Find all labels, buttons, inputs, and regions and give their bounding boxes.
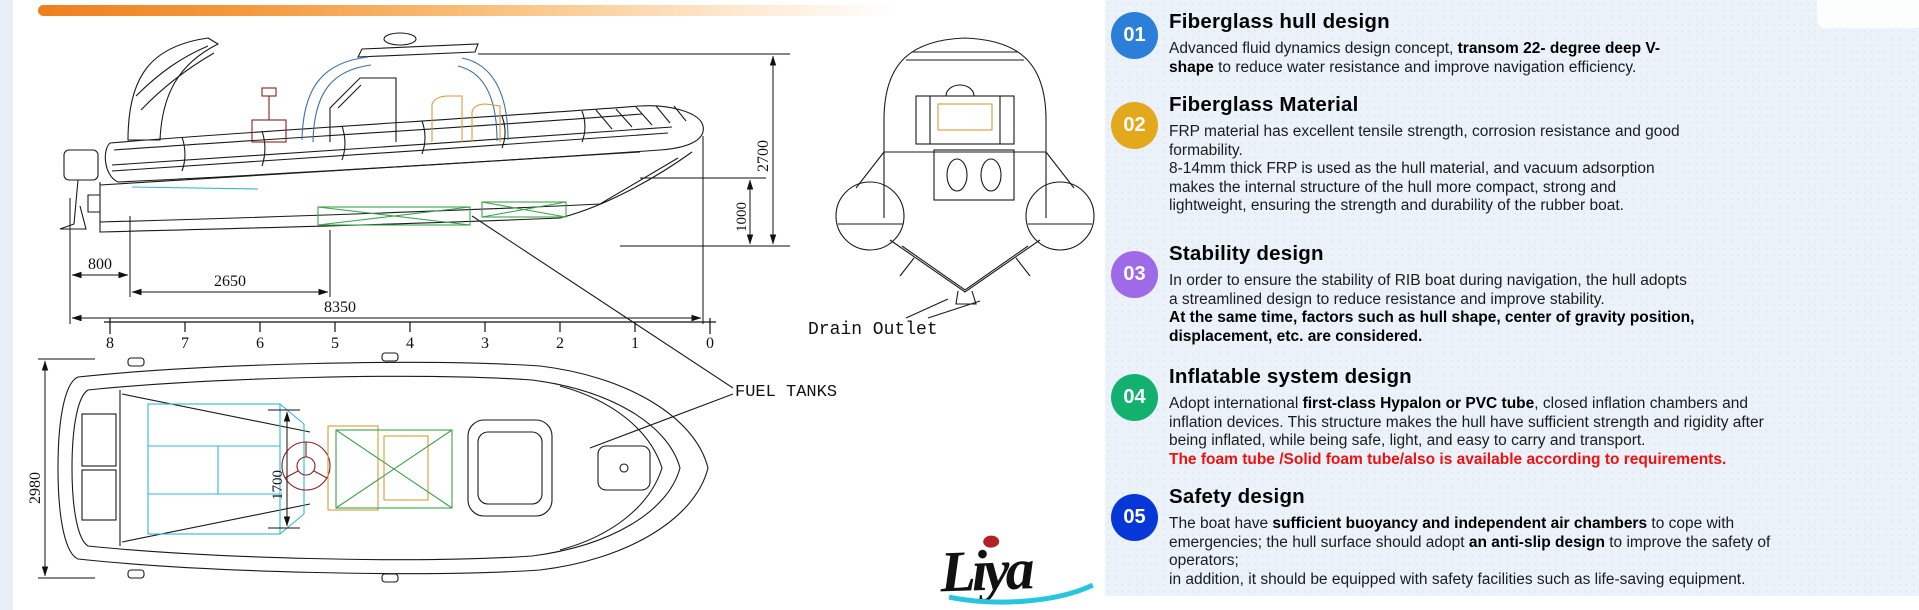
feature-section-02: 02 Fiberglass Material FRP material has … (1111, 93, 1911, 216)
top-view-dimensions (38, 358, 300, 579)
feature-05-text: emergencies; the hull surface should ado… (1169, 533, 1771, 551)
feature-04-text: being inflated, while being safe, light,… (1169, 432, 1646, 449)
svg-text:8: 8 (106, 335, 114, 352)
svg-text:4: 4 (406, 335, 414, 352)
dim-1000: 1000 (734, 202, 750, 232)
dim-2650: 2650 (214, 273, 246, 290)
liya-logo: Liya (938, 535, 1094, 605)
feature-04-text: inflation devices. This structure makes … (1169, 413, 1764, 431)
feature-02-title: Fiberglass Material (1169, 93, 1359, 116)
feature-section-04: 04 Inflatable system design Adopt intern… (1111, 365, 1911, 469)
dim-8350: 8350 (324, 299, 356, 316)
feature-03-title: Stability design (1169, 242, 1324, 265)
left-edge-strip (0, 0, 13, 610)
feature-03-badge: 03 (1111, 251, 1158, 298)
feature-05-text: The boat have sufficient buoyancy and in… (1169, 515, 1735, 532)
feature-02-text: makes the internal structure of the hull… (1169, 178, 1617, 196)
feature-02-badge: 02 (1111, 102, 1158, 149)
feature-01-text: Advanced fluid dynamics design concept, … (1169, 40, 1661, 57)
dim-2980: 2980 (27, 472, 44, 504)
svg-text:5: 5 (331, 335, 339, 352)
svg-text:6: 6 (256, 335, 264, 352)
svg-text:3: 3 (481, 335, 489, 352)
side-view-drawing (59, 32, 704, 233)
feature-section-01: 01 Fiberglass hull design Advanced fluid… (1111, 10, 1911, 77)
feature-02-text: lightweight, ensuring the strength and d… (1169, 197, 1624, 214)
feature-01-badge: 01 (1111, 12, 1158, 59)
watermark-box (1817, 0, 1919, 28)
feature-03-text: In order to ensure the stability of RIB … (1169, 272, 1687, 289)
scale-ruler (104, 318, 716, 334)
feature-03-text: At the same time, factors such as hull s… (1169, 309, 1695, 326)
feature-05-badge: 05 (1111, 494, 1158, 541)
feature-03-text: displacement, etc. are considered. (1169, 327, 1423, 345)
feature-01-text: shape to reduce water resistance and imp… (1169, 58, 1637, 76)
top-view-drawing (57, 215, 734, 583)
feature-05-title: Safety design (1169, 485, 1305, 508)
svg-text:2: 2 (556, 335, 564, 352)
feature-04-text: The foam tube /Solid foam tube/also is a… (1169, 450, 1727, 468)
feature-03-text: a streamlined design to reduce resistanc… (1169, 290, 1605, 308)
front-view-drawing (835, 37, 1095, 319)
feature-05-text: in addition, it should be equipped with … (1169, 570, 1746, 588)
feature-02-text: 8-14mm thick FRP is used as the hull mat… (1169, 160, 1655, 177)
svg-text:Liya: Liya (938, 536, 1034, 604)
logo-dot (983, 535, 1000, 548)
ruler-numbers: 8 7 6 5 4 3 2 1 0 (106, 335, 714, 352)
svg-text:0: 0 (706, 335, 714, 352)
feature-panel: 01 Fiberglass hull design Advanced fluid… (1105, 0, 1919, 596)
svg-text:1: 1 (631, 335, 639, 352)
svg-text:7: 7 (181, 335, 189, 352)
feature-02-text: FRP material has excellent tensile stren… (1169, 123, 1680, 140)
dimension-lines (69, 53, 790, 324)
feature-04-text: Adopt international first-class Hypalon … (1169, 395, 1748, 412)
feature-05-text: operators; (1169, 552, 1239, 569)
drain-outlet-label: Drain Outlet (808, 320, 938, 340)
panel-bottom-strip (1105, 596, 1919, 610)
feature-02-text: formability. (1169, 141, 1243, 159)
dim-2700: 2700 (755, 140, 772, 172)
boat-technical-drawing: Drain Outlet 800 2650 8350 2700 1000 (27, 32, 1095, 605)
fuel-tanks-label: FUEL TANKS (735, 383, 837, 402)
feature-04-title: Inflatable system design (1169, 365, 1412, 388)
feature-04-badge: 04 (1111, 374, 1158, 421)
feature-01-title: Fiberglass hull design (1169, 10, 1390, 33)
dim-1700: 1700 (270, 470, 286, 500)
feature-section-05: 05 Safety design The boat have sufficien… (1111, 485, 1911, 589)
dim-800: 800 (88, 256, 112, 273)
feature-section-03: 03 Stability design In order to ensure t… (1111, 242, 1911, 346)
top-accent-bar (38, 5, 898, 16)
